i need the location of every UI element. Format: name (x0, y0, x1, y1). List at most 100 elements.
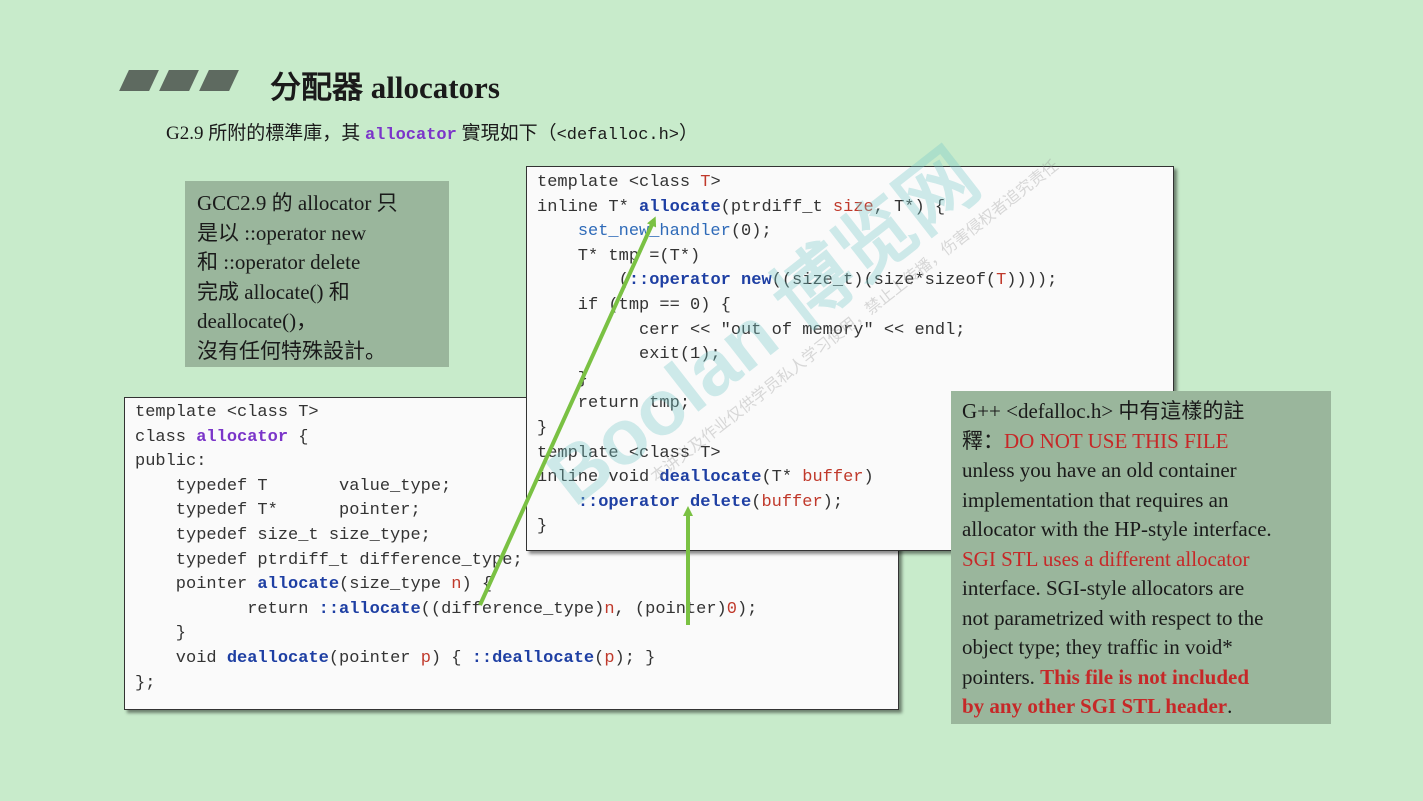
code-text: { (288, 427, 309, 447)
code-text: ); (822, 492, 844, 512)
code-text: typedef T* pointer; (135, 501, 421, 521)
code-line: typedef ptrdiff_t difference_type; (125, 549, 898, 574)
code-parameter: buffer (761, 492, 823, 512)
code-text: )))); (1006, 271, 1058, 291)
comment-highlight: SGI STL uses a different allocator (962, 546, 1250, 571)
code-function-name: deallocate (226, 648, 329, 668)
code-line: template <class T> (527, 171, 1173, 196)
code-text: set_new_handler (577, 222, 731, 242)
code-text: T* tmp =(T*) (537, 246, 701, 266)
code-text: } (537, 517, 548, 537)
code-text: ((size_t)(size*sizeof( (771, 271, 997, 291)
code-text: (size_type (339, 575, 452, 595)
code-text: } (537, 418, 548, 438)
code-text: class (135, 427, 197, 447)
code-line: (::operator new((size_t)(size*sizeof(T))… (527, 269, 1173, 294)
code-line: inline T* allocate(ptrdiff_t size, T*) { (527, 196, 1173, 221)
title-bar-shape (159, 70, 199, 91)
note-line: GCC2.9 的 allocator 只 (197, 191, 398, 215)
code-text: }; (135, 673, 156, 693)
code-text: (0); (730, 222, 772, 242)
comment-line: pointers. This file is not included (962, 663, 1331, 693)
comment-highlight: This file is not included (1040, 664, 1250, 689)
code-line: void deallocate(pointer p) { ::deallocat… (125, 647, 898, 672)
comment-text: pointers. (962, 664, 1041, 689)
comment-line: object type; they traffic in void* (962, 633, 1331, 663)
note-box: GCC2.9 的 allocator 只 是以 ::operator new 和… (185, 181, 449, 367)
code-text: ); } (614, 648, 656, 668)
code-parameter: buffer (802, 468, 864, 488)
code-parameter: n (451, 575, 462, 595)
note-line: 是以 ::operator new (197, 220, 367, 245)
subtitle-middle: 實現如下（ (456, 123, 557, 144)
comment-text: 釋： (962, 428, 1004, 453)
code-function-name: allocate (257, 575, 340, 595)
code-text: template <class (537, 173, 701, 192)
code-text: exit(1); (537, 345, 721, 365)
comment-highlight: DO NOT USE THIS FILE (1004, 428, 1229, 453)
page-subtitle: G2.9 所附的標準庫，其 allocator 實現如下（<defalloc.h… (166, 118, 698, 145)
code-text: , (pointer) (614, 599, 727, 619)
code-parameter: p (420, 648, 431, 668)
code-function-name: ::operator new (628, 271, 772, 291)
code-line: template <class T> (125, 401, 898, 426)
code-text: cerr << "out of memory" << endl; (537, 320, 966, 340)
code-line: if (tmp == 0) { (527, 294, 1173, 319)
code-line: public: (125, 450, 898, 475)
code-text: typedef size_t size_type; (135, 525, 431, 545)
code-text: inline void (537, 468, 660, 488)
code-text: typedef ptrdiff_t difference_type; (135, 550, 523, 570)
code-line: pointer allocate(size_type n) { (125, 573, 898, 598)
comment-line: G++ <defalloc.h> 中有這樣的註 (962, 397, 1331, 427)
title-decoration-bars (119, 70, 240, 92)
code-text: , T*) { (873, 197, 946, 217)
code-text: return (135, 599, 319, 619)
subtitle-keyword: allocator (364, 126, 457, 145)
sgi-comment-box: G++ <defalloc.h> 中有這樣的註釋：DO NOT USE THIS… (951, 391, 1331, 724)
subtitle-file: <defalloc.h> (556, 126, 679, 145)
comment-line: allocator with the HP-style interface. (962, 515, 1331, 545)
code-line: return ::allocate((difference_type)n, (p… (125, 598, 898, 623)
code-text: if (tmp == 0) { (537, 295, 731, 315)
code-line: set_new_handler(0); (527, 220, 1173, 245)
comment-text: implementation that requires an (962, 487, 1229, 512)
code-text: > (710, 173, 721, 192)
code-text: } (135, 624, 187, 644)
code-parameter: T (996, 271, 1007, 291)
code-text: (ptrdiff_t (720, 197, 833, 217)
code-text: ( (751, 492, 762, 512)
comment-line: unless you have an old container (962, 456, 1331, 486)
subtitle-prefix: G2.9 所附的標準庫，其 (166, 123, 365, 144)
code-line: } (527, 368, 1173, 393)
code-text: ((difference_type) (420, 599, 605, 619)
code-line: cerr << "out of memory" << endl; (527, 319, 1173, 344)
note-line: 和 ::operator delete (197, 250, 361, 274)
code-parameter: size (832, 197, 874, 217)
code-text: public: (135, 452, 207, 472)
code-text: pointer (135, 575, 258, 595)
code-text: template <class T> (537, 443, 721, 463)
comment-text: . (1227, 694, 1233, 718)
subtitle-suffix: ） (679, 123, 699, 144)
note-line: 沒有任何特殊設計。 (197, 338, 386, 363)
page-title: 分配器 allocators (270, 70, 500, 105)
comment-text: allocator with the HP-style interface. (962, 517, 1272, 541)
code-text (537, 222, 578, 241)
code-text: (T* (761, 468, 803, 488)
code-text: template <class T> (135, 403, 319, 422)
code-function-name: ::deallocate (471, 648, 595, 668)
code-parameter: n (604, 599, 615, 619)
comment-text: G++ <defalloc.h> 中有這樣的註 (962, 399, 1245, 423)
code-parameter: p (604, 648, 615, 668)
comment-text: object type; they traffic in void* (962, 635, 1233, 659)
code-text: } (537, 369, 589, 389)
code-line: typedef size_t size_type; (125, 524, 898, 549)
code-text: (pointer (328, 648, 421, 668)
code-function-name: allocate (639, 197, 721, 217)
code-text (537, 493, 578, 512)
code-text: typedef T value_type; (135, 476, 452, 496)
code-text: ) { (461, 575, 493, 595)
code-text: ) { (430, 648, 472, 668)
title-bar-shape (199, 70, 239, 91)
code-line: T* tmp =(T*) (527, 245, 1173, 270)
